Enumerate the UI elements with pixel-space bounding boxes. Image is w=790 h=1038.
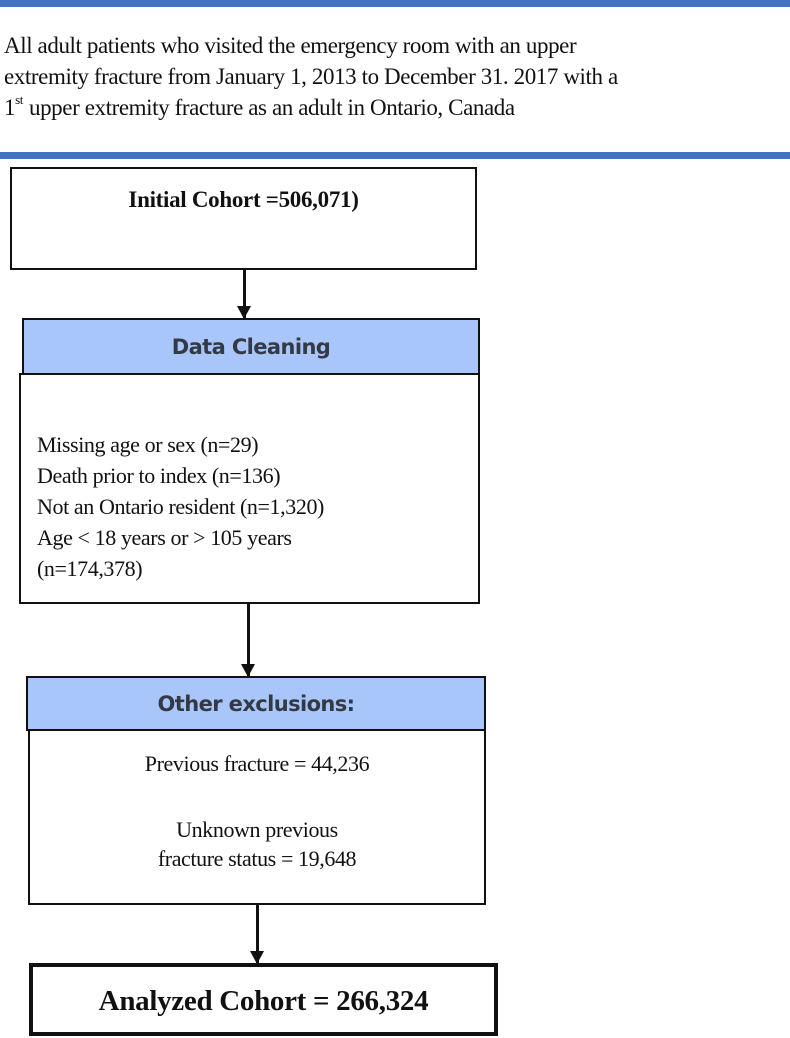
cohort-description: All adult patients who visited the emerg… (4, 30, 790, 123)
unknown-status-line-2: fracture status = 19,648 (157, 846, 357, 871)
list-item: Not an Ontario resident (n=1,320) (37, 494, 324, 519)
arrow-down-icon (237, 270, 251, 319)
description-line-3-text: upper extremity fracture as an adult in … (28, 95, 515, 120)
unknown-fracture-status: Unknown previous fracture status = 19,64… (30, 815, 484, 873)
list-item: Age < 18 years or > 105 years (37, 525, 292, 550)
other-exclusions-header: Other exclusions: (26, 676, 486, 731)
data-cleaning-box: Missing age or sex (n=29) Death prior to… (19, 373, 480, 604)
description-line-2: extremity fracture from January 1, 2013 … (4, 64, 618, 89)
description-line-1: All adult patients who visited the emerg… (4, 33, 577, 58)
analyzed-cohort-box: Analyzed Cohort = 266,324 (29, 963, 498, 1036)
list-item: (n=174,378) (37, 556, 143, 581)
ordinal-number: 1 (4, 95, 16, 120)
data-cleaning-list: Missing age or sex (n=29) Death prior to… (37, 429, 324, 584)
data-cleaning-header: Data Cleaning (22, 318, 480, 375)
list-item: Death prior to index (n=136) (37, 463, 281, 488)
analyzed-cohort-label: Analyzed Cohort = 266,324 (98, 985, 429, 1017)
arrow-down-icon (250, 905, 264, 964)
arrow-down-icon (241, 604, 255, 677)
top-accent-bar (0, 0, 790, 7)
initial-cohort-box: Initial Cohort =506,071) (10, 167, 477, 270)
other-exclusions-box: Previous fracture = 44,236 Unknown previ… (28, 729, 486, 905)
separator-accent-bar (0, 152, 790, 159)
ordinal-suffix: st (15, 92, 23, 108)
description-line-3: 1st upper extremity fracture as an adult … (4, 92, 790, 123)
initial-cohort-label: Initial Cohort =506,071) (128, 187, 359, 212)
unknown-status-line-1: Unknown previous (176, 817, 338, 842)
list-item: Missing age or sex (n=29) (37, 432, 259, 457)
previous-fracture-count: Previous fracture = 44,236 (144, 751, 370, 776)
